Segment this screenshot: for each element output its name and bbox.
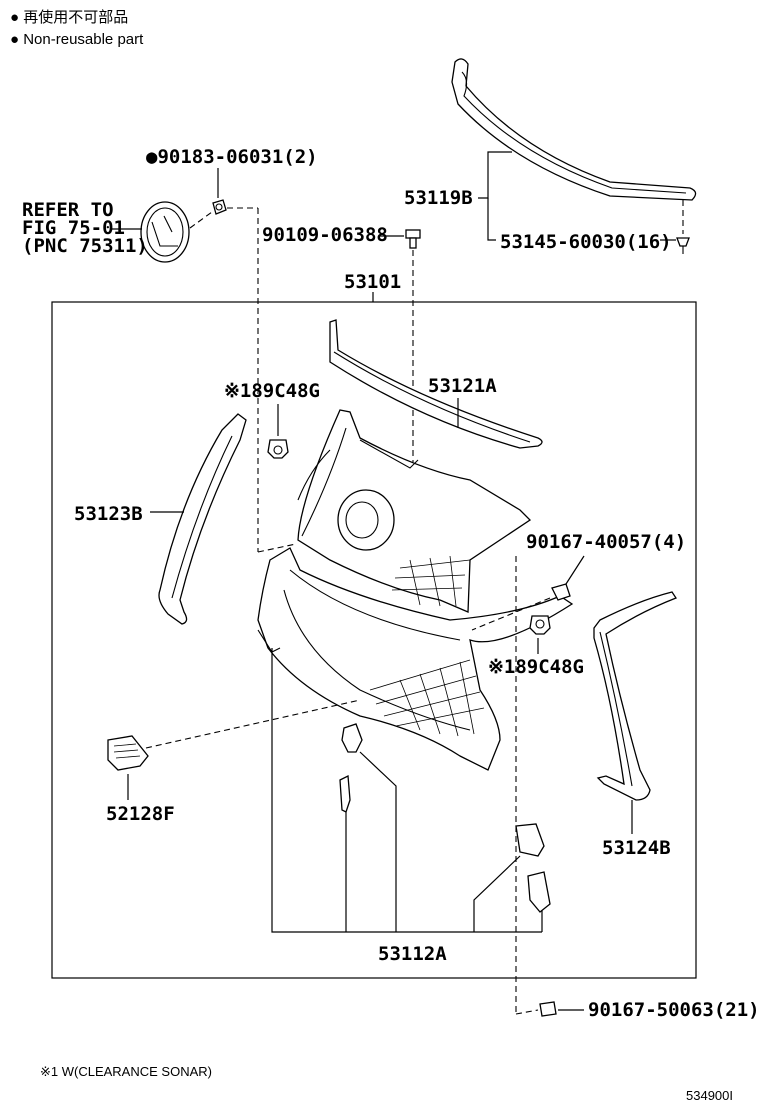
sonar-89C48G-right xyxy=(529,615,551,635)
upper-grille xyxy=(297,409,532,613)
leader-53119B-down xyxy=(487,198,496,241)
molding-53123B xyxy=(158,413,247,625)
leader-53112A-base xyxy=(271,648,542,933)
sonar-89C48G-top xyxy=(267,439,289,459)
nut-90183 xyxy=(212,199,227,215)
label-89C48G-top[interactable]: ※189C48G xyxy=(224,380,320,402)
dash-90167-50063-end xyxy=(515,1009,539,1015)
lower-grille xyxy=(257,547,574,771)
label-53101[interactable]: 53101 xyxy=(344,271,401,293)
dash-nut-grille xyxy=(257,543,297,553)
label-53121A[interactable]: 53121A xyxy=(428,375,497,397)
refer-line2[interactable]: FIG 75-01 xyxy=(22,217,125,239)
molding-53123B-edge xyxy=(171,435,233,599)
leader-53119B-up xyxy=(478,151,512,199)
label-52128F[interactable]: 52128F xyxy=(106,803,175,825)
dash-90167-40057 xyxy=(471,597,551,631)
leader-90167-40057 xyxy=(565,555,585,585)
clip-90167-50063 xyxy=(539,1001,557,1017)
bracket-53112A-c xyxy=(515,823,545,857)
refer-line1: REFER TO xyxy=(22,199,114,221)
clip-90167-40057 xyxy=(551,583,571,601)
label-53119B[interactable]: 53119B xyxy=(404,187,473,209)
footnote-clearance-sonar: ※1 W(CLEARANCE SONAR) xyxy=(40,1064,212,1079)
molding-53121A-edge xyxy=(333,351,531,443)
dash-52128F xyxy=(145,699,361,749)
label-53124B[interactable]: 53124B xyxy=(602,837,671,859)
label-90167-40057[interactable]: 90167-40057(4) xyxy=(526,531,686,553)
bracket-53112A-a xyxy=(341,723,363,753)
illustration-code: 534900I xyxy=(686,1088,733,1103)
label-90167-50063[interactable]: 90167-50063(21) xyxy=(588,999,760,1021)
clip-53145 xyxy=(676,237,690,254)
molding-53124B-edge xyxy=(599,631,633,787)
legend-non-reusable-en: ● Non-reusable part xyxy=(10,31,144,48)
leader-53112A-a xyxy=(359,751,397,932)
molding-53121A xyxy=(329,319,543,449)
bracket-53112A-d xyxy=(527,871,551,913)
label-90183-06031[interactable]: ●90183-06031(2) xyxy=(146,146,318,168)
bracket-52128F xyxy=(107,735,149,771)
molding-53119B-edge xyxy=(461,71,687,194)
refer-line3: (PNC 75311) xyxy=(22,235,148,257)
bracket-53112A-b xyxy=(339,774,351,813)
emblem-part xyxy=(140,201,190,263)
legend-non-reusable-jp: ● 再使用不可部品 xyxy=(10,9,128,26)
label-53123B[interactable]: 53123B xyxy=(74,503,143,525)
assembly-frame xyxy=(51,301,697,979)
dash-emblem-nut xyxy=(189,211,213,229)
molding-53124B xyxy=(593,591,677,801)
label-53112A[interactable]: 53112A xyxy=(378,943,447,965)
bolt-90109 xyxy=(405,229,421,249)
leader-53112A-c xyxy=(473,855,521,932)
label-53145-60030[interactable]: 53145-60030(16) xyxy=(500,231,672,253)
label-90109-06388[interactable]: 90109-06388 xyxy=(262,224,388,246)
label-89C48G-right[interactable]: ※189C48G xyxy=(488,656,584,678)
